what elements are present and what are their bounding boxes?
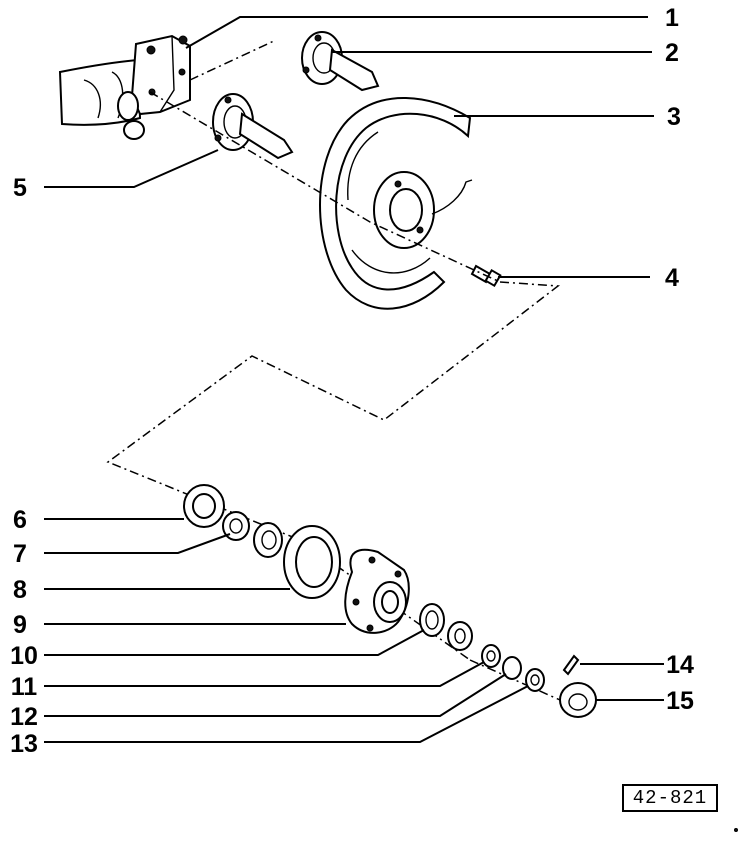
wheel-hub (344, 548, 410, 634)
grease-cap (559, 682, 597, 718)
assembly-centerlines (106, 39, 561, 701)
callout-12: 12 (10, 703, 38, 731)
callout-6: 6 (13, 506, 27, 534)
callout-8: 8 (13, 576, 27, 604)
callout-14: 14 (666, 651, 694, 679)
reference-code: 42-821 (622, 784, 718, 812)
brake-backing-plate (319, 97, 473, 310)
inner-bearing-race (253, 522, 283, 558)
callout-7: 7 (13, 540, 27, 568)
callout-5: 5 (13, 174, 27, 202)
callout-9: 9 (13, 611, 27, 639)
callout-13: 13 (10, 730, 38, 758)
callout-3: 3 (667, 103, 681, 131)
callout-4: 4 (665, 264, 679, 292)
outer-bearing-cone (447, 621, 473, 651)
outer-bearing-race (419, 603, 445, 637)
callout-10: 10 (10, 642, 38, 670)
stub-axle-lower (212, 93, 294, 160)
bolt (470, 264, 502, 288)
callout-2: 2 (665, 39, 679, 67)
hub-nut (502, 656, 522, 680)
inner-bearing-cone (222, 511, 250, 541)
corner-dot (734, 828, 738, 832)
cotter-pin (562, 654, 580, 676)
callout-labels: 1 2 3 4 5 6 7 8 9 10 11 12 13 14 15 (10, 4, 694, 758)
callout-1: 1 (665, 4, 679, 32)
callout-15: 15 (666, 687, 694, 715)
abs-sensor-ring (283, 525, 341, 599)
thrust-washer (481, 644, 501, 668)
leader-lines (44, 16, 664, 743)
mounting-bracket (117, 34, 191, 140)
callout-11: 11 (11, 673, 38, 701)
stub-axle-upper (301, 31, 380, 92)
lock-ring (525, 668, 545, 692)
oil-seal (183, 484, 225, 528)
